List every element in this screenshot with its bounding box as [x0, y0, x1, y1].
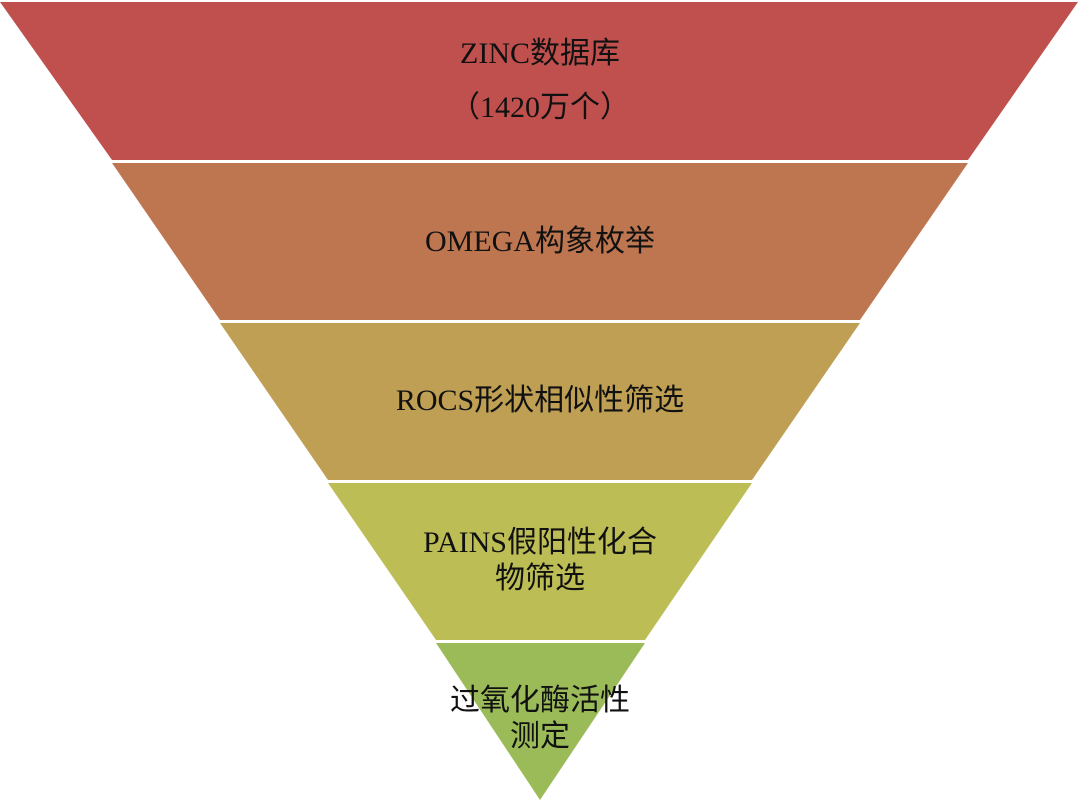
- rocs-screening-label: ROCS形状相似性筛选: [395, 384, 685, 417]
- layer-label-zinc: ZINC数据库 （1420万个）: [0, 36, 1080, 126]
- funnel-layer-rocs: [220, 323, 860, 480]
- layer-label-rocs: ROCS形状相似性筛选: [0, 383, 1080, 419]
- layer-label-pains: PAINS假阳性化合 物筛选: [0, 525, 1080, 597]
- funnel-layer-pains: [328, 483, 752, 640]
- layer-label-omega: OMEGA构象枚举: [0, 224, 1080, 260]
- pains-label-line2: 物筛选: [495, 562, 585, 595]
- peroxidase-label-line1: 过氧化酶活性: [450, 684, 630, 717]
- pains-label-line1: PAINS假阳性化合: [423, 526, 657, 559]
- zinc-count-label: （1420万个）: [450, 91, 630, 124]
- layer-label-peroxidase: 过氧化酶活性 测定: [0, 683, 1080, 755]
- omega-conformer-label: OMEGA构象枚举: [425, 225, 655, 258]
- funnel-layer-zinc: [0, 2, 1078, 160]
- peroxidase-label-line2: 测定: [510, 720, 570, 753]
- zinc-database-label: ZINC数据库: [460, 37, 620, 70]
- funnel-layer-peroxidase: [436, 643, 645, 800]
- funnel-layer-omega: [112, 163, 968, 320]
